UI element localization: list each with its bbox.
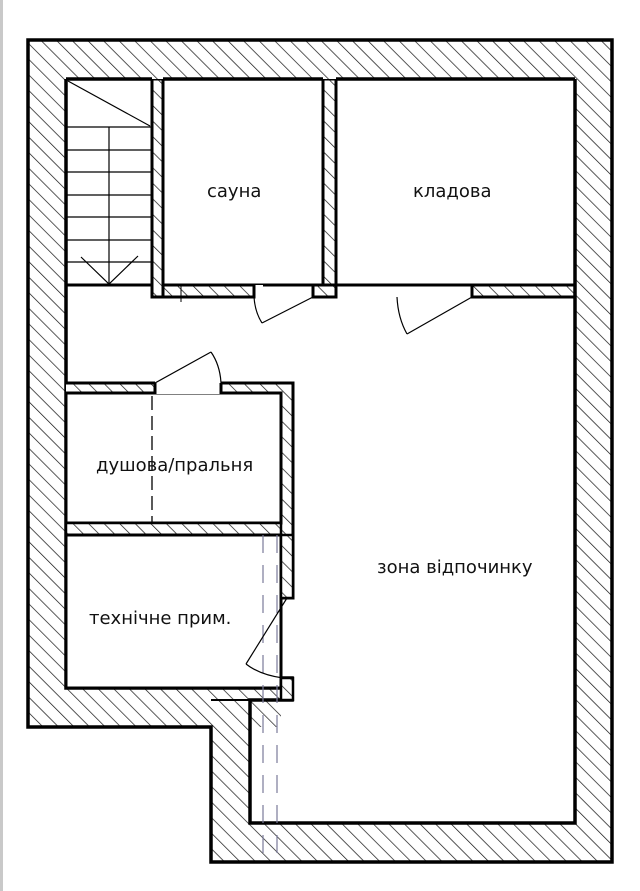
room-label-lounge: зона відпочинку [377,557,533,578]
room-label-sauna: сауна [207,181,262,202]
storage-room [334,77,577,287]
page-left-edge [0,0,3,891]
shower-laundry-door[interactable] [154,351,222,384]
staircase [66,80,152,286]
room-label-shower-laundry: душова/пральня [96,455,254,476]
technical-room [64,533,283,690]
sauna-storage-partition [321,77,338,287]
shower-laundry-room [64,391,283,525]
room-label-storage: кладова [413,181,492,202]
storage-door[interactable] [396,296,473,335]
projection-lines [262,535,278,862]
storage-bottom-wall [470,283,577,299]
shower-technical-partition [64,521,283,537]
sauna-door[interactable] [253,296,314,324]
stair-sauna-partition [150,77,165,299]
sauna-bottom-wall [150,283,256,299]
partition-wall-stub [311,283,338,299]
technical-door[interactable] [245,597,288,679]
room-label-technical: технічне прим. [89,608,232,629]
